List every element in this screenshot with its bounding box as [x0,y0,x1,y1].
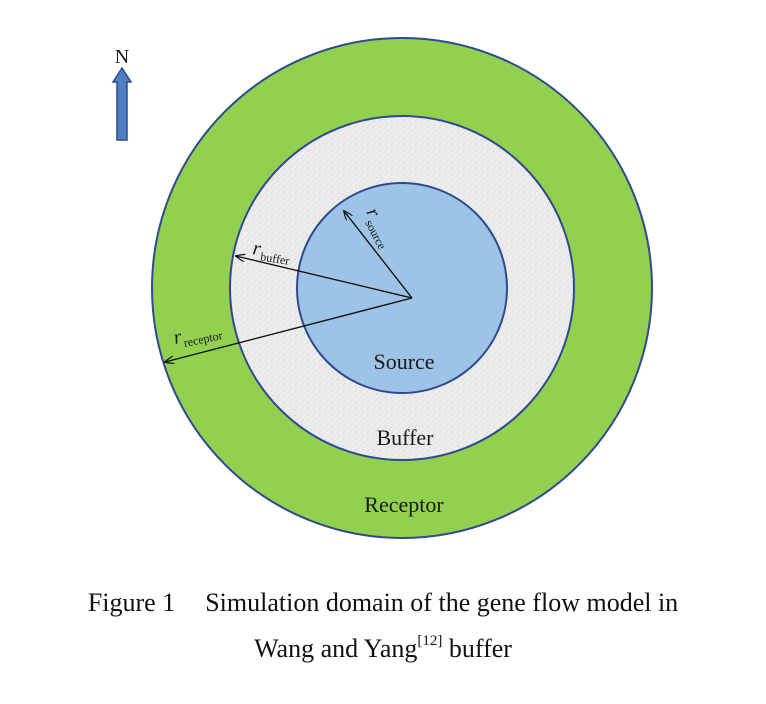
source-label: Source [373,349,434,374]
receptor-radius-line [165,297,413,362]
caption-text-line-2-post: buffer [442,634,512,663]
r-buffer-symbol: r [251,237,262,260]
north-arrow-icon [111,66,133,141]
simulation-domain-diagram: N rsource rbuffer rreceptor Source Buffe… [111,37,653,539]
caption-text-line-1: Simulation domain of the gene flow model… [205,588,679,617]
buffer-radius-line [236,256,413,299]
north-arrow: N [111,46,133,141]
buffer-label: Buffer [376,425,434,450]
north-label: N [115,46,129,68]
source-radius-line [344,211,413,299]
receptor-label: Receptor [364,492,444,517]
figure-caption-line-1: Figure 1 Simulation domain of the gene fl… [0,588,766,618]
r-buffer-subscript: buffer [259,249,290,267]
figure-caption-line-2: Wang and Yang[12] buffer [0,634,766,664]
source-circle [296,182,508,394]
figure-number: Figure 1 [87,588,176,617]
r-buffer-label: rbuffer [251,237,292,268]
caption-text-line-2-pre: Wang and Yang [254,634,418,663]
citation-reference: [12] [417,633,443,649]
